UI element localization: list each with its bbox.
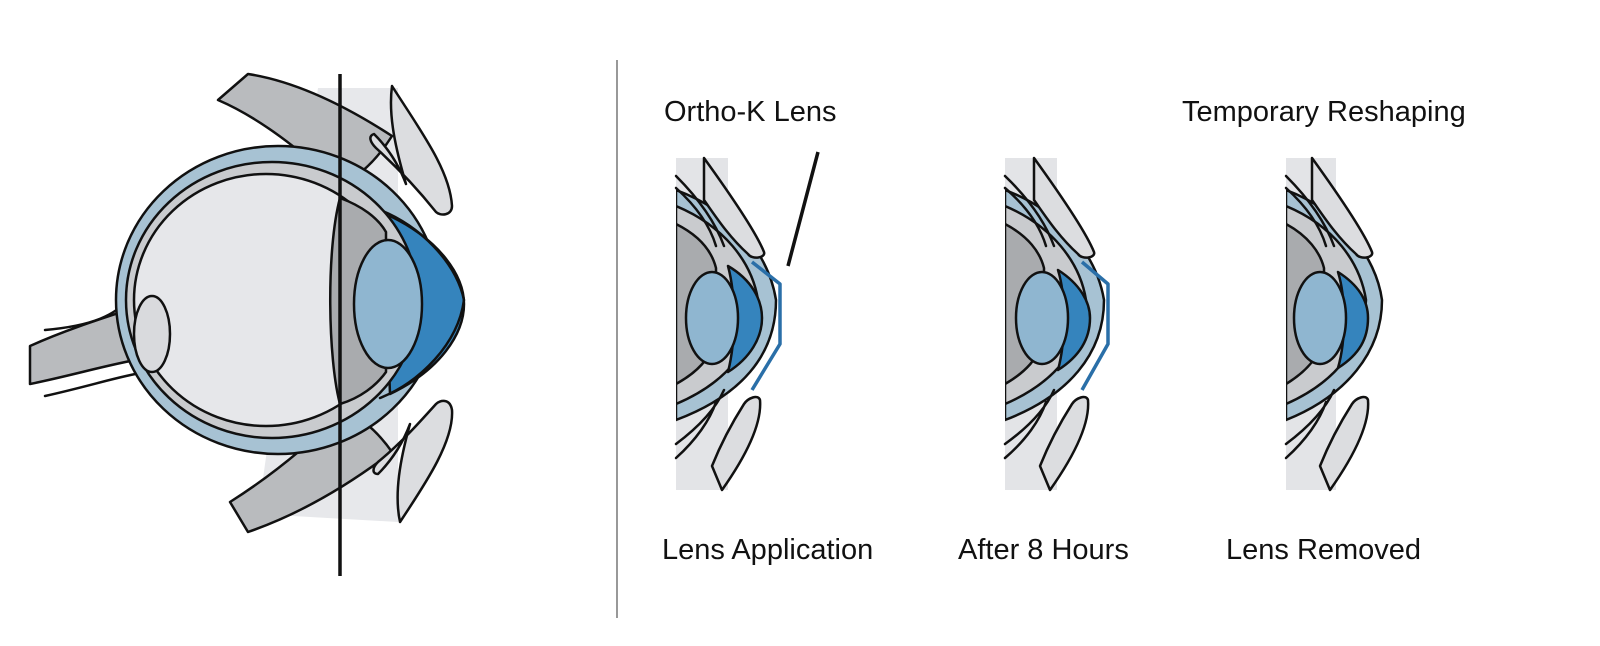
- label-ortho-k-lens: Ortho-K Lens: [664, 96, 837, 128]
- label-lens-removed: Lens Removed: [1226, 534, 1422, 566]
- eye-cross-section-icon: [28, 72, 466, 576]
- ortho-k-lens-shape-after: [1080, 260, 1110, 391]
- lower-eyelid-skin: [372, 399, 454, 524]
- upper-eyelid-skin: [369, 84, 454, 216]
- cornea-outer-sheath: [378, 208, 466, 400]
- label-temporary-reshaping: Temporary Reshaping: [1182, 96, 1466, 128]
- cornea-panel-lens-removed-icon: [1284, 156, 1384, 492]
- cornea-panel-application-icon: [674, 151, 820, 492]
- crystalline-lens: [352, 238, 424, 370]
- optic-disc: [132, 294, 172, 374]
- ortho-k-leader-line: [786, 151, 820, 267]
- ortho-k-lens-shape: [750, 260, 782, 391]
- upper-eyelid: [216, 72, 394, 188]
- label-after-8-hours: After 8 Hours: [958, 534, 1129, 566]
- lower-eyelid: [228, 408, 394, 534]
- label-lens-application: Lens Application: [662, 534, 874, 566]
- cornea-panel-after-8-hours-icon: [1003, 156, 1110, 492]
